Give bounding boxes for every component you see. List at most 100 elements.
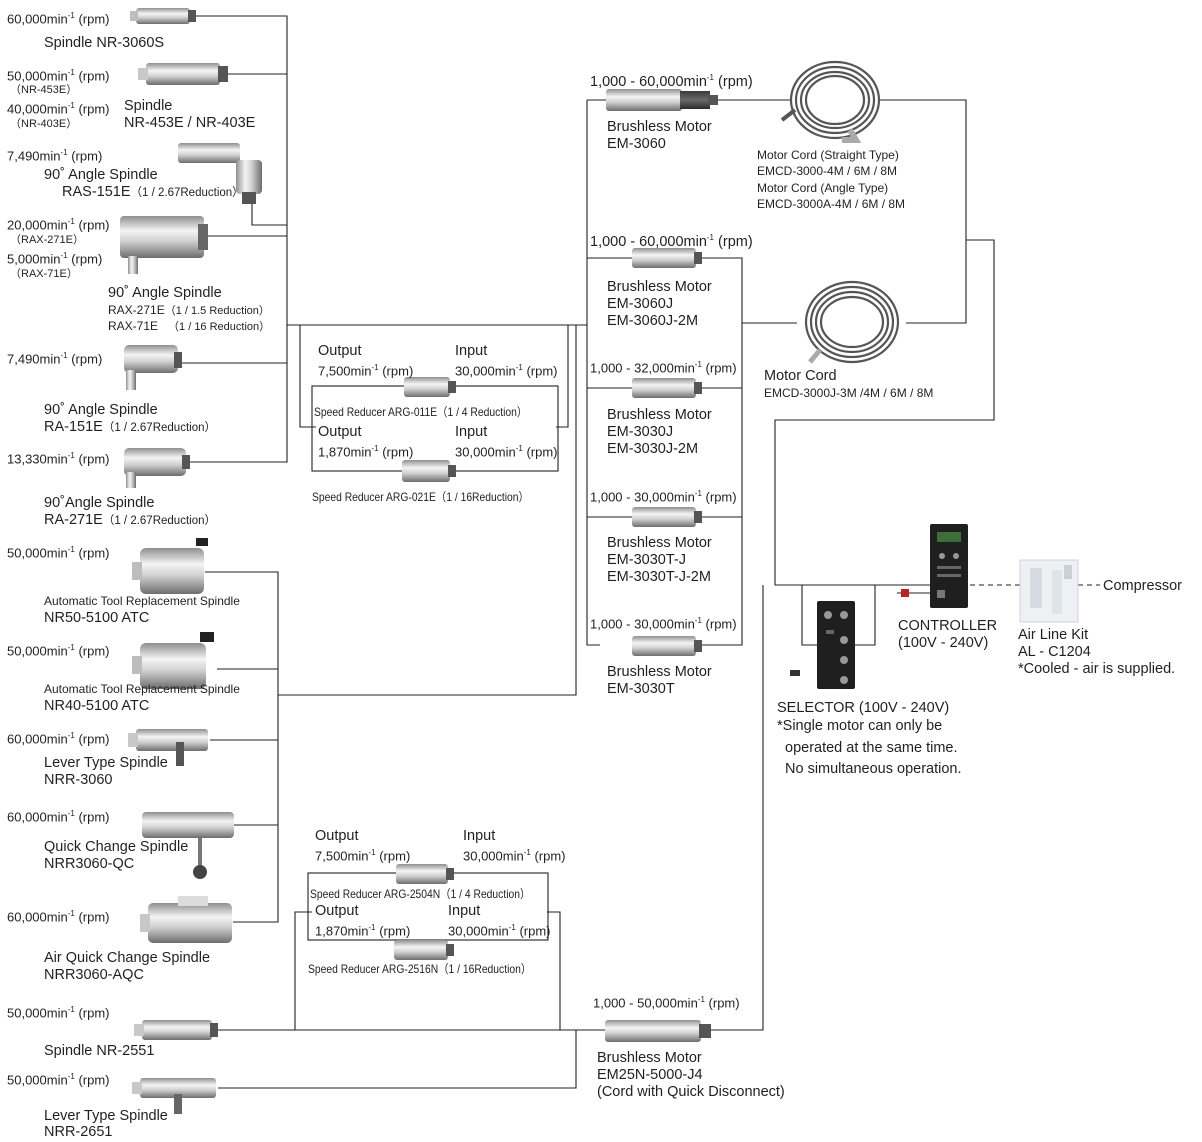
em3060j-range: 1,000 - 60,000min-1 (rpm) bbox=[590, 233, 753, 250]
selector-note-2: operated at the same time. bbox=[785, 740, 958, 756]
nrr3060-speed: 60,000min-1 (rpm) bbox=[7, 731, 110, 747]
rax71e-code: （RAX-71E） bbox=[10, 268, 78, 280]
selector-note-3: No simultaneous operation. bbox=[785, 761, 962, 777]
cord-straight-models: EMCD-3000-4M / 6M / 8M bbox=[757, 164, 898, 178]
arg011e-name: Speed Reducer ARG-011E（1 / 4 Reduction） bbox=[314, 405, 528, 419]
arg011e-output: 7,500min-1 (rpm) bbox=[318, 363, 414, 379]
cord-j-models: EMCD-3000J-3M /4M / 6M / 8M bbox=[764, 386, 934, 400]
em25n-name: Brushless Motor bbox=[597, 1050, 702, 1066]
arg2504n-output-label: Output bbox=[315, 828, 359, 844]
rax71e-line3: RAX-71E（1 / 16 Reduction） bbox=[108, 319, 271, 333]
em25n-note: (Cord with Quick Disconnect) bbox=[597, 1084, 785, 1100]
em3060-name: Brushless Motor bbox=[607, 119, 712, 135]
spindle-nrr2651-image bbox=[132, 1078, 216, 1114]
spindle-nr40-image bbox=[132, 632, 214, 689]
spindle-ras151e-image bbox=[178, 143, 262, 204]
cord-j-title: Motor Cord bbox=[764, 368, 837, 384]
spindle-nrr3060aqc-image bbox=[140, 896, 232, 943]
nr50-speed: 50,000min-1 (rpm) bbox=[7, 545, 110, 561]
arg021e-output: 1,870min-1 (rpm) bbox=[318, 444, 414, 460]
nr2551-speed: 50,000min-1 (rpm) bbox=[7, 1005, 110, 1021]
cord-angle-title: Motor Cord (Angle Type) bbox=[757, 181, 889, 195]
nrr3060aqc-name: Air Quick Change Spindle bbox=[44, 950, 211, 966]
em3030tj-model: EM-3030T-J bbox=[607, 552, 686, 568]
motor-em3030j-image bbox=[632, 378, 702, 398]
em3030j-range: 1,000 - 32,000min-1 (rpm) bbox=[590, 360, 737, 376]
nrr3060aqc-speed: 60,000min-1 (rpm) bbox=[7, 909, 110, 925]
motor-em3030tj-image bbox=[632, 507, 702, 527]
reducer-arg021e-image bbox=[402, 460, 456, 482]
controller-name: CONTROLLER bbox=[898, 618, 998, 634]
motor-cord-j-image bbox=[804, 280, 900, 364]
ra151e-name: 90˚ Angle Spindle bbox=[44, 402, 158, 418]
cord-straight-title: Motor Cord (Straight Type) bbox=[757, 148, 899, 162]
arg011e-input: 30,000min-1 (rpm) bbox=[455, 363, 558, 379]
controller-voltage: (100V - 240V) bbox=[898, 635, 989, 651]
arg2504n-input-label: Input bbox=[463, 828, 496, 844]
em3060j-2m-model: EM-3060J-2M bbox=[607, 313, 699, 329]
airline-kit-image bbox=[1019, 559, 1079, 623]
em3060-range: 1,000 - 60,000min-1 (rpm) bbox=[590, 73, 753, 90]
em3030t-range: 1,000 - 30,000min-1 (rpm) bbox=[590, 616, 737, 632]
ras151e-model: RAS-151E（1 / 2.67Reduction） bbox=[62, 184, 244, 200]
arg2504n-output: 7,500min-1 (rpm) bbox=[315, 848, 411, 864]
nr3060s-speed: 60,000min-1 (rpm) bbox=[7, 11, 110, 27]
selector-name: SELECTOR (100V - 240V) bbox=[777, 700, 950, 716]
reducer-arg2504n-image bbox=[396, 864, 454, 884]
ras151e-name: 90˚ Angle Spindle bbox=[44, 167, 158, 183]
nr403e-code: （NR-403E） bbox=[10, 118, 78, 130]
em3030j-2m-model: EM-3030J-2M bbox=[607, 441, 699, 457]
selector-image bbox=[790, 601, 855, 689]
em25n-model: EM25N-5000-J4 bbox=[597, 1067, 703, 1083]
em3030tj-name: Brushless Motor bbox=[607, 535, 712, 551]
nr40-speed: 50,000min-1 (rpm) bbox=[7, 643, 110, 659]
airline-note: *Cooled - air is supplied. bbox=[1018, 661, 1176, 677]
ra271e-model: RA-271E（1 / 2.67Reduction） bbox=[44, 512, 216, 528]
nrr3060-name: Lever Type Spindle bbox=[44, 755, 168, 771]
airline-name: Air Line Kit bbox=[1018, 627, 1089, 643]
arg2504n-name: Speed Reducer ARG-2504N（1 / 4 Reduction） bbox=[310, 887, 531, 901]
motor-cord-straight-image bbox=[780, 60, 881, 143]
motor-em3060-image bbox=[606, 89, 718, 111]
arg2516n-input-label: Input bbox=[448, 903, 481, 919]
em3030j-name: Brushless Motor bbox=[607, 407, 712, 423]
arg011e-output-label: Output bbox=[318, 343, 362, 359]
connection-lines bbox=[180, 15, 1100, 1089]
nrr2651-speed: 50,000min-1 (rpm) bbox=[7, 1072, 110, 1088]
ra271e-speed: 13,330min-1 (rpm) bbox=[7, 451, 110, 467]
nr40-model: NR40-5100 ATC bbox=[44, 698, 150, 714]
nr50-desc: Automatic Tool Replacement Spindle bbox=[44, 594, 240, 608]
nrr3060qc-speed: 60,000min-1 (rpm) bbox=[7, 809, 110, 825]
ra151e-speed: 7,490min-1 (rpm) bbox=[7, 351, 103, 367]
rax271e-name: 90˚ Angle Spindle bbox=[108, 285, 222, 301]
nr403e-speed: 40,000min-1 (rpm) bbox=[7, 101, 110, 117]
arg021e-input: 30,000min-1 (rpm) bbox=[455, 444, 558, 460]
arg011e-input-label: Input bbox=[455, 343, 488, 359]
em3030j-model: EM-3030J bbox=[607, 424, 674, 440]
spindle-nr2551-image bbox=[134, 1020, 218, 1040]
selector-note-1: *Single motor can only be bbox=[777, 718, 943, 734]
nr3060s-name: Spindle NR-3060S bbox=[44, 35, 165, 51]
arg2516n-input: 30,000min-1 (rpm) bbox=[448, 923, 551, 939]
em3060j-name: Brushless Motor bbox=[607, 279, 712, 295]
spindle-ra151e-image bbox=[124, 345, 182, 390]
spindle-nr453e-image bbox=[138, 63, 228, 85]
ras151e-speed: 7,490min-1 (rpm) bbox=[7, 148, 103, 164]
motor-em3030t-image bbox=[632, 636, 702, 656]
reducer-arg2516n-image bbox=[394, 940, 454, 960]
rax71e-speed: 5,000min-1 (rpm) bbox=[7, 251, 103, 267]
arg2516n-output-label: Output bbox=[315, 903, 359, 919]
arg021e-output-label: Output bbox=[318, 424, 362, 440]
spindle-ra271e-image bbox=[124, 448, 190, 488]
rax271e-line2: RAX-271E（1 / 1.5 Reduction） bbox=[108, 303, 270, 317]
rax271e-code: （RAX-271E） bbox=[10, 234, 84, 246]
ra151e-model: RA-151E（1 / 2.67Reduction） bbox=[44, 419, 216, 435]
nr40-desc: Automatic Tool Replacement Spindle bbox=[44, 682, 240, 696]
em3030tj-range: 1,000 - 30,000min-1 (rpm) bbox=[590, 489, 737, 505]
nrr3060qc-model: NRR3060-QC bbox=[44, 856, 135, 872]
em3030t-model: EM-3030T bbox=[607, 681, 675, 697]
nr2551-name: Spindle NR-2551 bbox=[44, 1043, 155, 1059]
cord-angle-models: EMCD-3000A-4M / 6M / 8M bbox=[757, 197, 906, 211]
nr453e-models: NR-453E / NR-403E bbox=[124, 115, 256, 131]
